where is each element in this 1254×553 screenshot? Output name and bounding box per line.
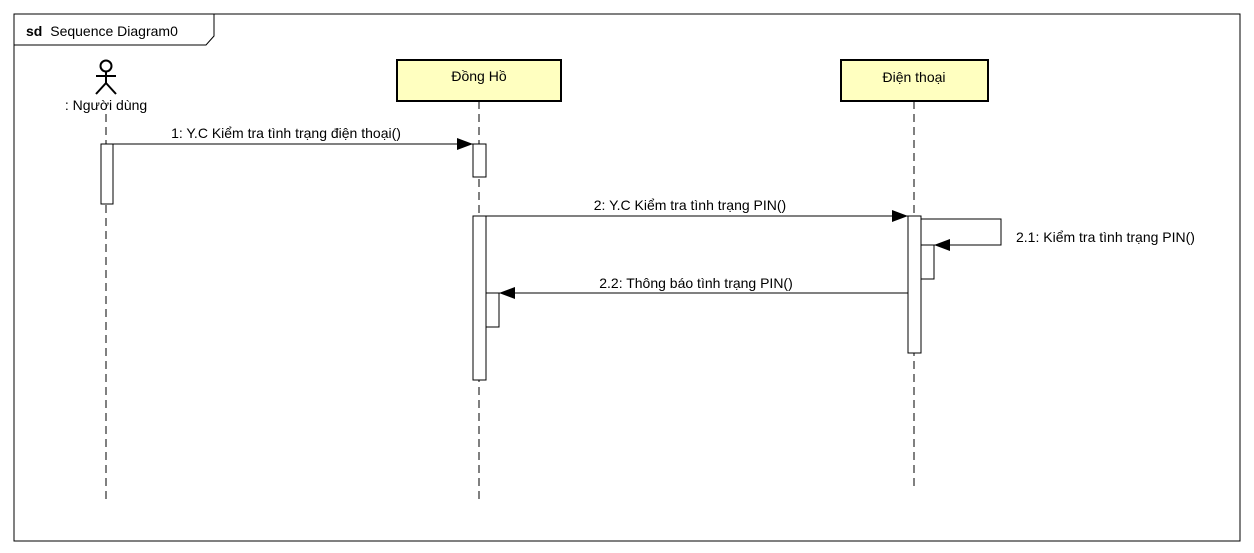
actor-activation bbox=[100, 143, 114, 205]
watch-activation-2 bbox=[472, 215, 487, 381]
frame-name: Sequence Diagram0 bbox=[50, 23, 178, 39]
phone-lifeline-head bbox=[840, 59, 989, 102]
message-1-label: 1: Y.C Kiểm tra tình trạng điện thoại() bbox=[171, 125, 401, 141]
diagram-frame bbox=[13, 13, 1241, 542]
frame-tab bbox=[13, 13, 215, 46]
actor-label: : Người dùng bbox=[65, 97, 147, 113]
frame-title: sd Sequence Diagram0 bbox=[26, 23, 178, 39]
message-2-label: 2: Y.C Kiểm tra tình trạng PIN() bbox=[594, 197, 786, 213]
actor-head bbox=[99, 59, 113, 73]
watch-activation-nested bbox=[485, 292, 500, 328]
message-2-1-arrow bbox=[921, 218, 1002, 251]
frame-keyword: sd bbox=[26, 23, 42, 39]
phone-activation bbox=[907, 215, 922, 354]
message-2-2-label: 2.2: Thông báo tình trạng PIN() bbox=[599, 275, 793, 291]
phone-activation-nested bbox=[920, 244, 935, 280]
watch-activation-1 bbox=[472, 143, 487, 178]
actor-user: : Người dùng bbox=[65, 59, 147, 113]
message-2-1-label: 2.1: Kiểm tra tình trạng PIN() bbox=[1016, 229, 1195, 245]
phone-lifeline-label: Điện thoại bbox=[882, 69, 945, 85]
watch-lifeline-label: Đồng Hồ bbox=[451, 68, 506, 84]
